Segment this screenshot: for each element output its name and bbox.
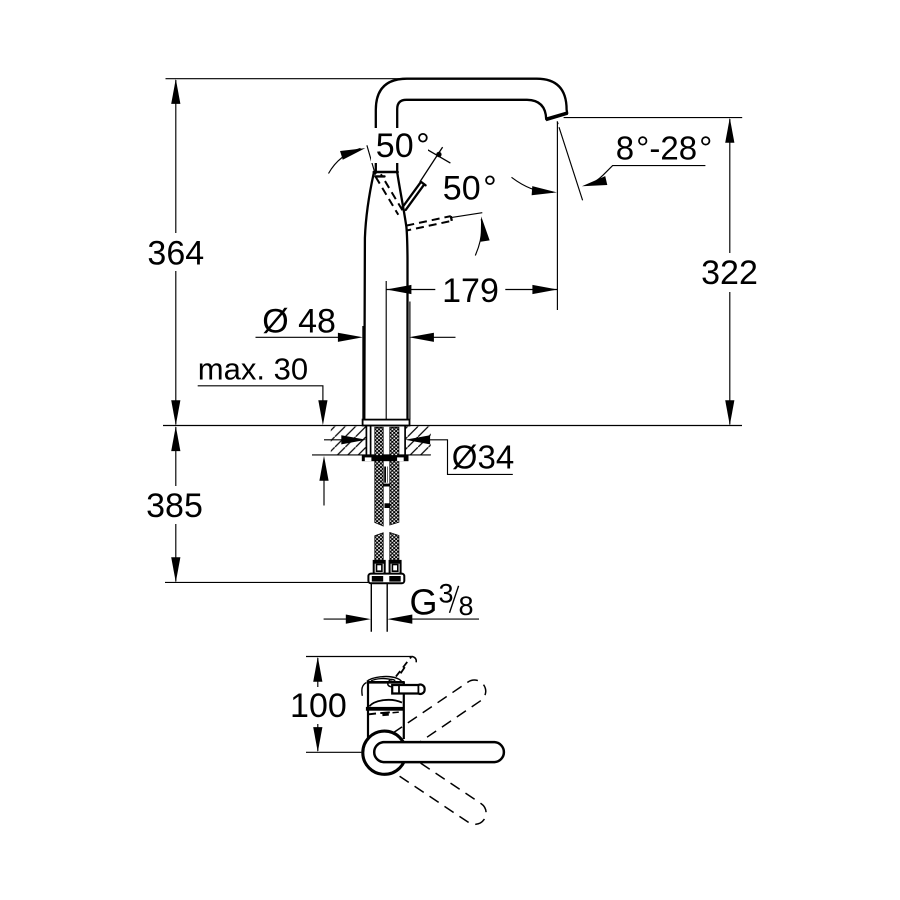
svg-text:100: 100 (290, 687, 347, 725)
svg-text:50°: 50° (443, 170, 497, 208)
svg-text:179: 179 (442, 272, 499, 310)
svg-text:Ø 48: Ø 48 (262, 302, 336, 340)
svg-text:8: 8 (459, 591, 474, 621)
svg-text:3: 3 (439, 579, 454, 609)
svg-text:G: G (410, 582, 438, 623)
svg-text:364: 364 (147, 234, 204, 272)
svg-text:50°: 50° (376, 127, 430, 165)
svg-text:385: 385 (146, 487, 203, 525)
svg-text:max. 30: max. 30 (198, 352, 308, 387)
svg-text:Ø34: Ø34 (452, 438, 514, 475)
svg-text:322: 322 (701, 254, 758, 292)
svg-text:8°-28°: 8°-28° (616, 129, 712, 166)
